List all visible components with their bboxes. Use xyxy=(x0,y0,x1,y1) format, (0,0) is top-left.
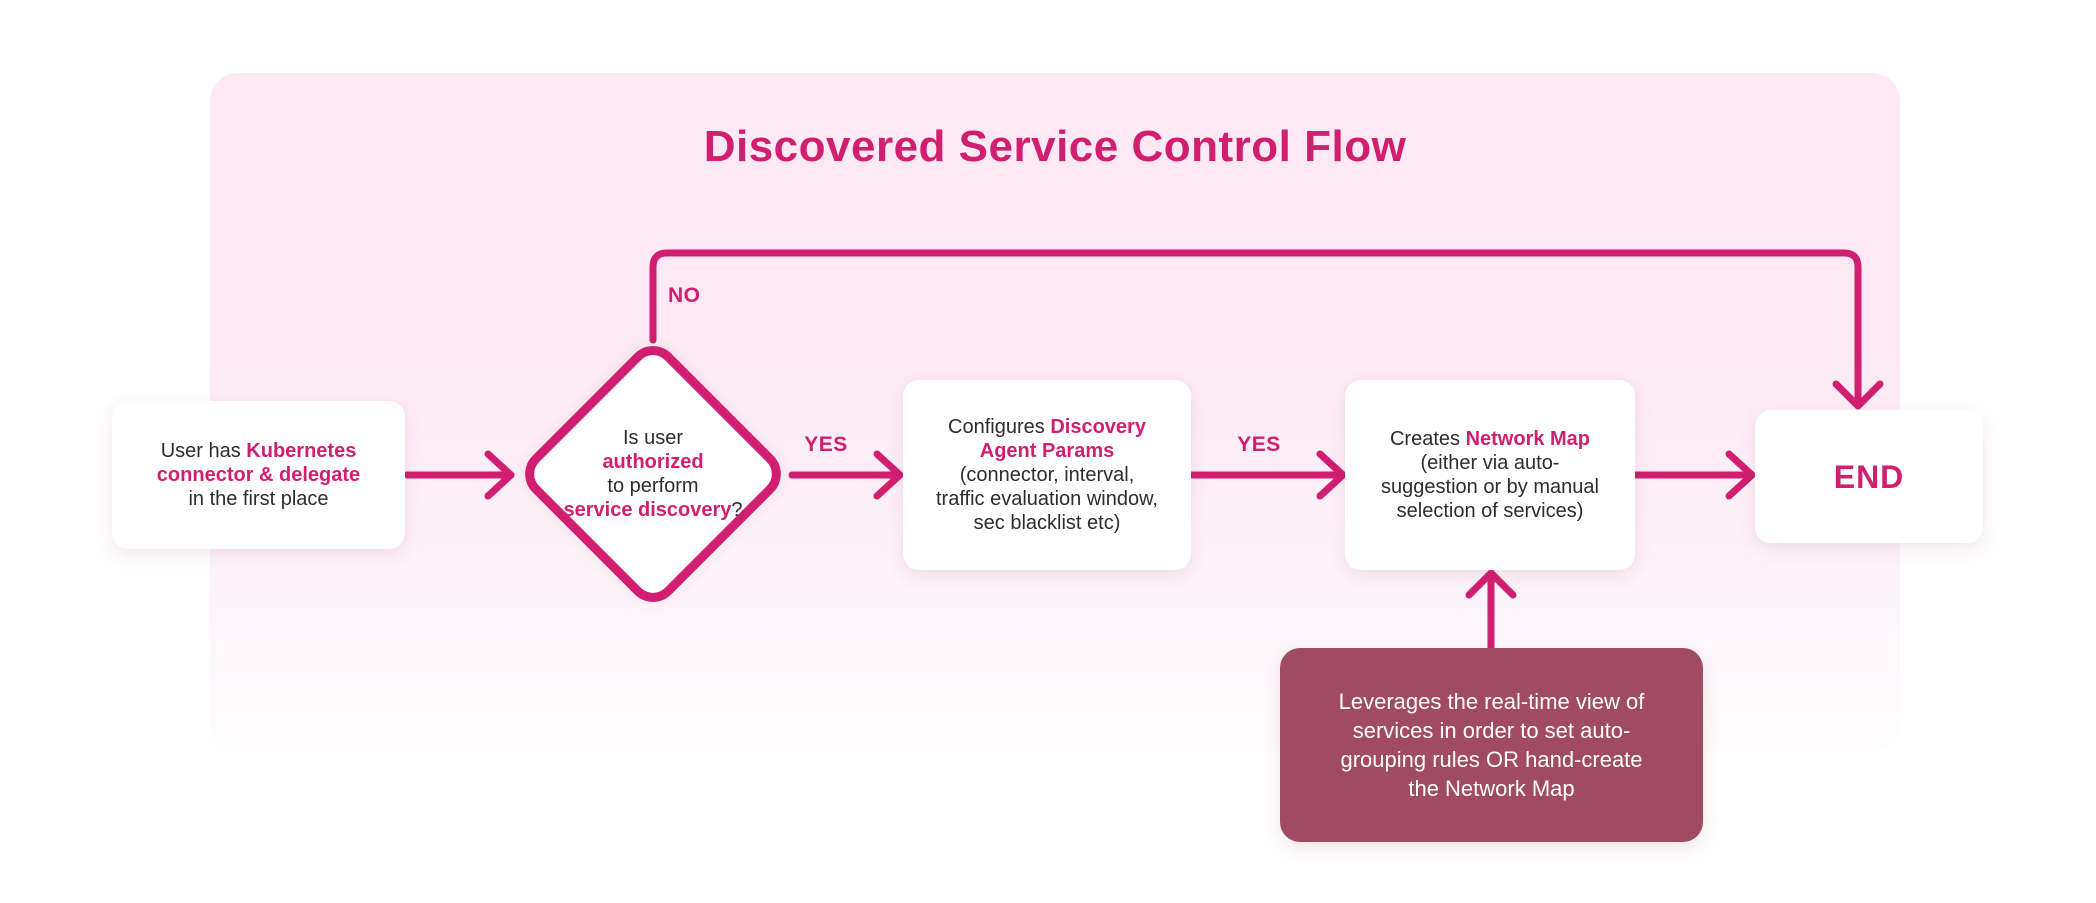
edge-create-to-end xyxy=(1631,450,1756,500)
edge-configure-to-create-yes xyxy=(1187,450,1347,500)
edge-label-yes-configure-create: YES xyxy=(1237,433,1281,456)
edge-label-no: NO xyxy=(668,284,701,307)
end-label: END xyxy=(1833,458,1905,495)
page-title: Discovered Service Control Flow xyxy=(703,122,1407,171)
node-end: END xyxy=(1755,410,1983,543)
node-create-network-map: Creates Network Map(either via auto-sugg… xyxy=(1345,380,1635,570)
edge-decision-to-configure-yes xyxy=(788,450,904,500)
edge-decision-to-end-no-loop xyxy=(649,249,1884,410)
edge-note-to-create xyxy=(1465,569,1517,652)
edge-label-yes-decision-configure: YES xyxy=(804,433,848,456)
edge-start-to-decision xyxy=(403,450,515,500)
